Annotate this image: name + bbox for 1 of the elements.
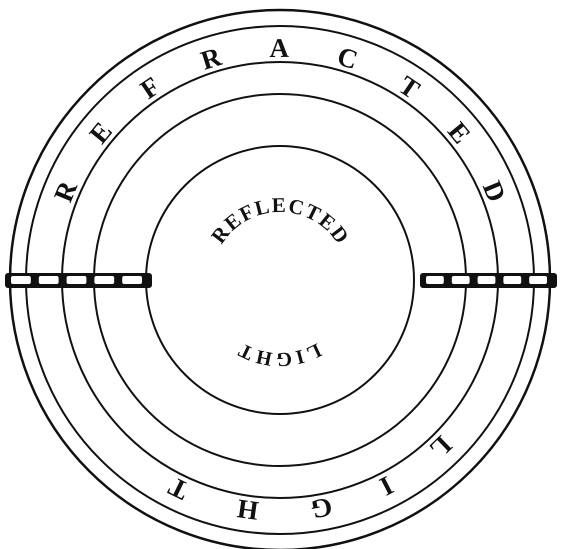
curved-label: LIGHT [235, 338, 325, 370]
